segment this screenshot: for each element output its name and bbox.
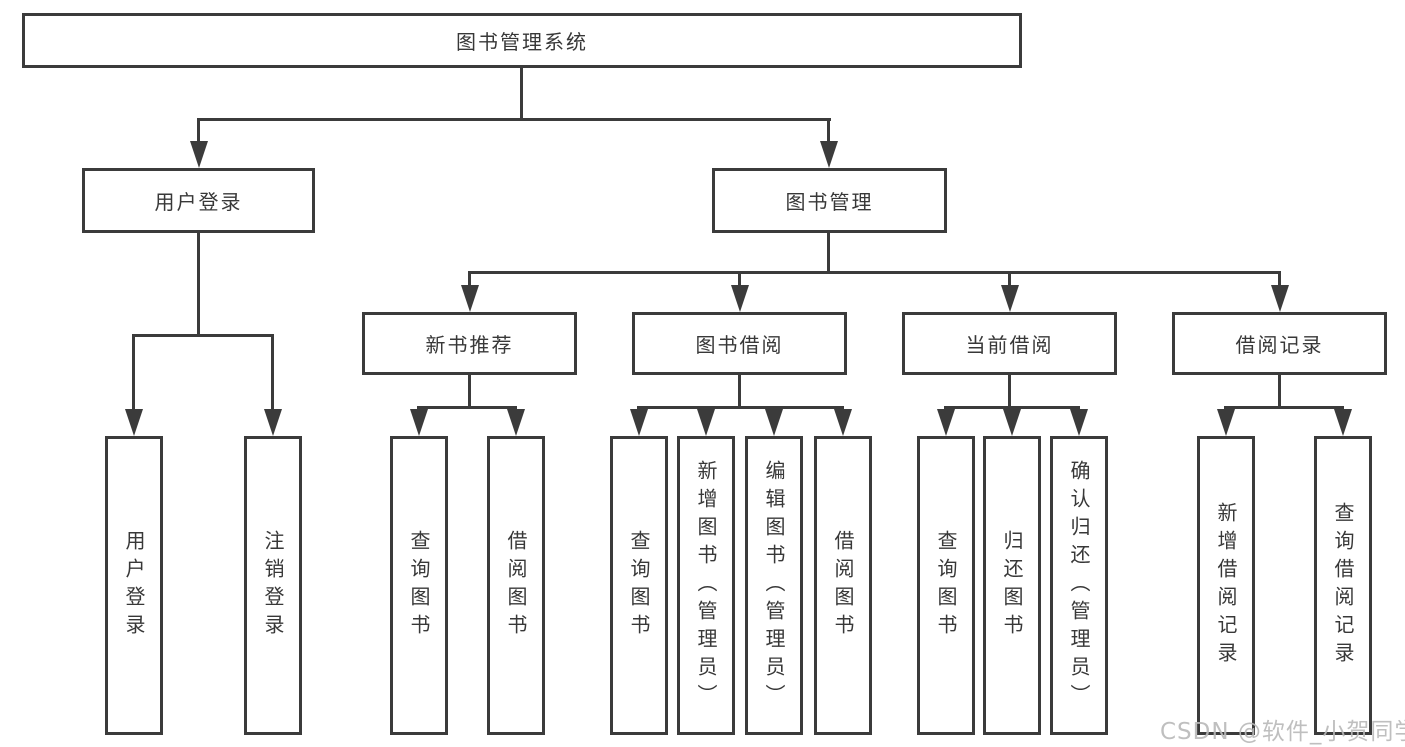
node-user-login-label: 用户登录 — [154, 190, 243, 214]
leaf-current-return: 归还图书 — [983, 436, 1041, 735]
leaf-newbook-query: 查询图书 — [390, 436, 448, 735]
leaf-borrow-book: 借阅图书 — [814, 436, 872, 735]
connector-newbook-stem — [468, 375, 471, 409]
leaf-newbook-borrow: 借阅图书 — [487, 436, 545, 735]
node-new-book: 新书推荐 — [362, 312, 577, 375]
connector-root-drop-left — [197, 118, 200, 146]
arrow-to-borrow-leaf-2 — [697, 409, 715, 436]
connector-records-bar — [1224, 406, 1344, 409]
leaf-borrow-query-label: 查询图书 — [627, 529, 651, 642]
arrow-to-user-login — [190, 141, 208, 168]
node-current-borrow-label: 当前借阅 — [965, 333, 1054, 357]
leaf-borrow-book-label: 借阅图书 — [831, 529, 855, 642]
leaf-borrow-query: 查询图书 — [610, 436, 668, 735]
connector-login-drop-1 — [132, 334, 135, 412]
leaf-user-login: 用户登录 — [105, 436, 163, 735]
leaf-logout: 注销登录 — [244, 436, 302, 735]
connector-root-drop-right — [827, 118, 830, 146]
leaf-records-add-label: 新增借阅记录 — [1214, 501, 1238, 670]
connector-borrow-stem — [738, 375, 741, 409]
arrow-to-book-management — [820, 141, 838, 168]
node-root-label: 图书管理系统 — [456, 30, 588, 54]
leaf-user-login-label: 用户登录 — [122, 529, 146, 642]
connector-mgmt-bar — [468, 271, 1281, 274]
leaf-newbook-borrow-label: 借阅图书 — [504, 529, 528, 642]
connector-current-bar — [944, 406, 1080, 409]
arrow-to-borrow-leaf-3 — [765, 409, 783, 436]
leaf-records-add: 新增借阅记录 — [1197, 436, 1255, 735]
arrow-to-newbook-leaf-2 — [507, 409, 525, 436]
arrow-to-login-leaf-2 — [264, 409, 282, 436]
arrow-to-login-leaf-1 — [125, 409, 143, 436]
node-book-borrow-label: 图书借阅 — [695, 333, 784, 357]
arrow-to-records-leaf-2 — [1334, 409, 1352, 436]
leaf-borrow-edit-label: 编辑图书（管理员） — [762, 459, 786, 712]
leaf-current-return-label: 归还图书 — [1000, 529, 1024, 642]
arrow-to-borrow-leaf-1 — [630, 409, 648, 436]
connector-mgmt-drop-1 — [468, 271, 471, 289]
connector-login-stem — [197, 233, 200, 337]
connector-borrow-bar — [637, 406, 844, 409]
arrow-to-current-borrow — [1001, 285, 1019, 312]
leaf-current-confirm-label: 确认归还（管理员） — [1067, 459, 1091, 712]
arrow-to-borrow-leaf-4 — [834, 409, 852, 436]
arrow-to-borrow-records — [1271, 285, 1289, 312]
arrow-to-current-leaf-2 — [1003, 409, 1021, 436]
node-borrow-records: 借阅记录 — [1172, 312, 1387, 375]
node-new-book-label: 新书推荐 — [425, 333, 514, 357]
leaf-borrow-add: 新增图书（管理员） — [677, 436, 735, 735]
node-borrow-records-label: 借阅记录 — [1235, 333, 1324, 357]
connector-records-stem — [1278, 375, 1281, 409]
arrow-to-newbook-leaf-1 — [410, 409, 428, 436]
node-user-login: 用户登录 — [82, 168, 315, 233]
node-book-management: 图书管理 — [712, 168, 947, 233]
csdn-watermark: CSDN @软件_小贺同学 — [1160, 719, 1405, 745]
arrow-to-current-leaf-1 — [937, 409, 955, 436]
connector-root-bar — [197, 118, 831, 121]
connector-mgmt-drop-3 — [1008, 271, 1011, 289]
connector-current-stem — [1008, 375, 1011, 409]
leaf-current-query-label: 查询图书 — [934, 529, 958, 642]
leaf-logout-label: 注销登录 — [261, 529, 285, 642]
connector-root-stem — [520, 68, 523, 120]
connector-login-bar — [132, 334, 274, 337]
leaf-records-query-label: 查询借阅记录 — [1331, 501, 1355, 670]
node-root: 图书管理系统 — [22, 13, 1022, 68]
connector-mgmt-drop-2 — [738, 271, 741, 289]
arrow-to-book-borrow — [731, 285, 749, 312]
node-book-borrow: 图书借阅 — [632, 312, 847, 375]
node-book-management-label: 图书管理 — [785, 190, 874, 214]
node-current-borrow: 当前借阅 — [902, 312, 1117, 375]
leaf-current-query: 查询图书 — [917, 436, 975, 735]
leaf-borrow-add-label: 新增图书（管理员） — [694, 459, 718, 712]
connector-newbook-bar — [417, 406, 517, 409]
leaf-current-confirm: 确认归还（管理员） — [1050, 436, 1108, 735]
leaf-newbook-query-label: 查询图书 — [407, 529, 431, 642]
arrow-to-current-leaf-3 — [1070, 409, 1088, 436]
connector-mgmt-drop-4 — [1278, 271, 1281, 289]
arrow-to-new-book — [461, 285, 479, 312]
connector-login-drop-2 — [271, 334, 274, 412]
leaf-records-query: 查询借阅记录 — [1314, 436, 1372, 735]
arrow-to-records-leaf-1 — [1217, 409, 1235, 436]
leaf-borrow-edit: 编辑图书（管理员） — [745, 436, 803, 735]
connector-mgmt-stem — [827, 233, 830, 274]
